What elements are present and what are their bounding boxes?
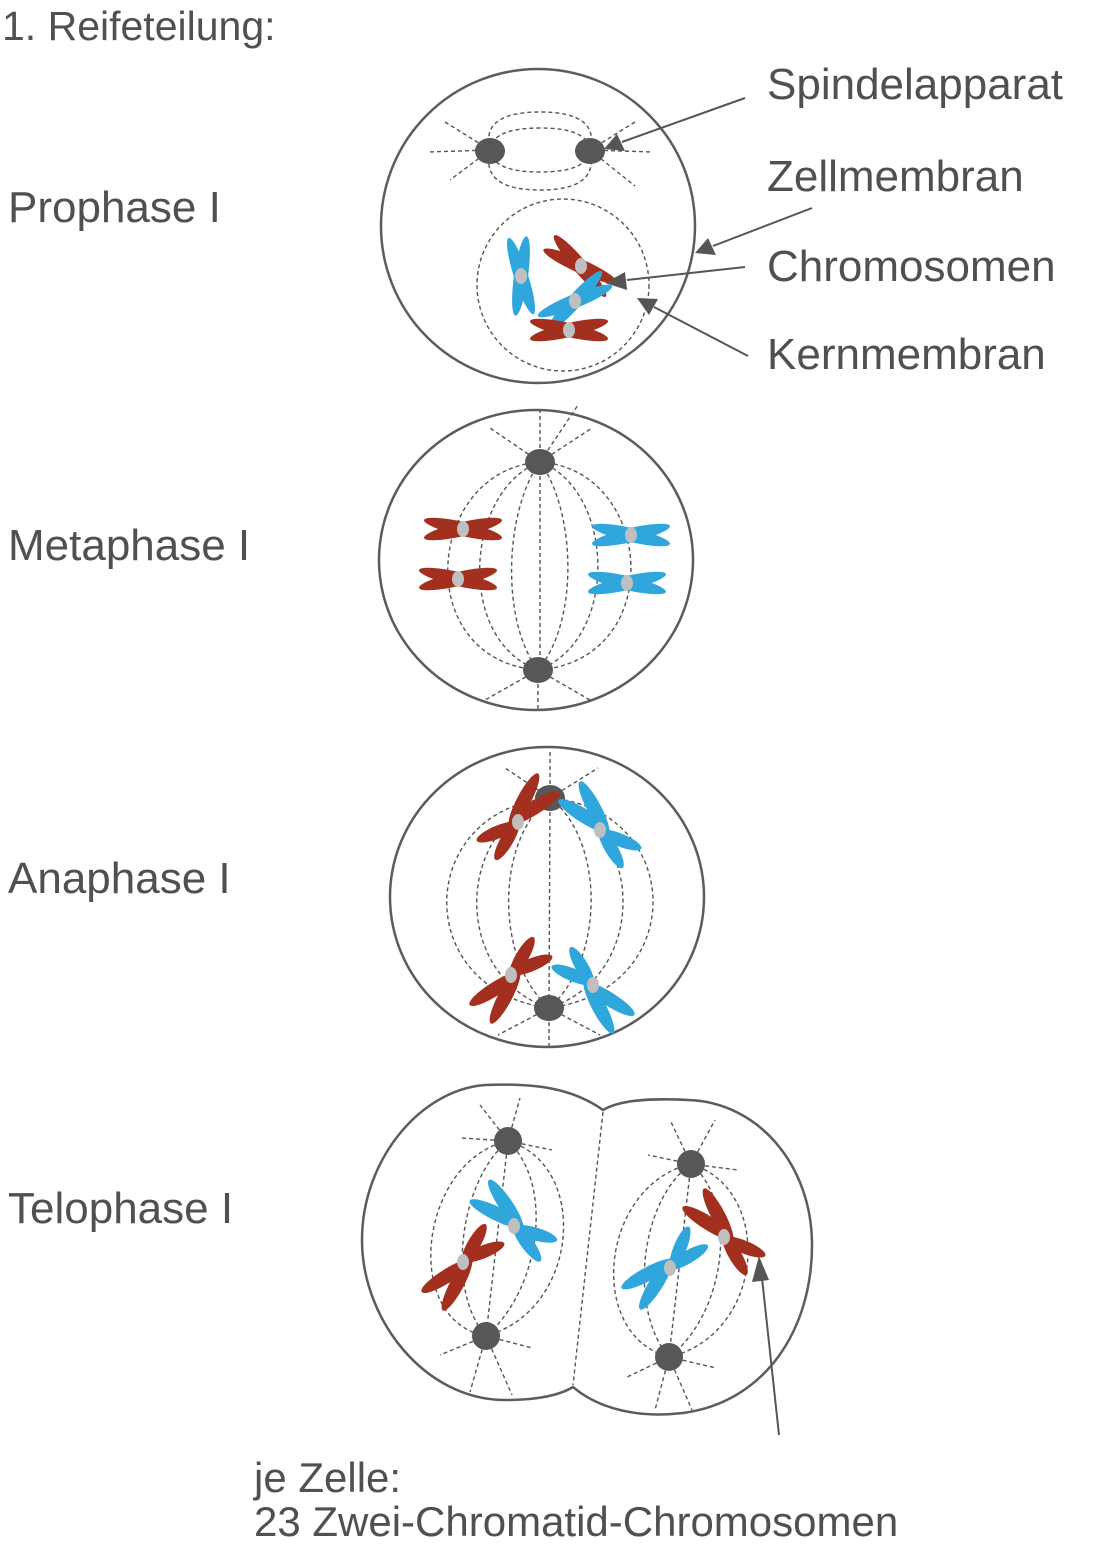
centrosome	[523, 657, 553, 683]
centrosome	[677, 1150, 705, 1178]
cell-membrane	[377, 408, 695, 712]
diagram-title: 1. Reifeteilung:	[2, 3, 276, 49]
centrosome	[534, 995, 564, 1021]
centrosome	[475, 138, 505, 164]
metaphase-cell	[377, 404, 695, 712]
spindle-fibers	[447, 404, 632, 712]
centrosome	[494, 1127, 522, 1155]
phase-label-prophase: Prophase I	[8, 183, 221, 232]
spindle-fibers	[427, 111, 653, 191]
prophase-cell	[379, 67, 697, 385]
label-cell-membrane: Zellmembran	[767, 152, 1024, 201]
centrosome	[575, 138, 605, 164]
telophase-cells	[360, 1083, 814, 1436]
nuclear-membrane	[476, 198, 650, 372]
footer-line-2: 23 Zwei-Chromatid-Chromosomen	[254, 1498, 898, 1545]
label-nuclear-membrane: Kernmembran	[767, 330, 1046, 379]
centrosome	[472, 1322, 500, 1350]
phase-label-telophase: Telophase I	[8, 1184, 233, 1233]
centrosome	[655, 1343, 683, 1371]
footer-arrow	[761, 1277, 780, 1436]
cleavage-furrow	[572, 1111, 604, 1386]
anaphase-cell	[388, 745, 706, 1050]
phase-label-metaphase: Metaphase I	[8, 521, 250, 570]
label-spindle-apparatus: Spindelapparat	[767, 60, 1063, 109]
cell-membrane	[388, 745, 706, 1049]
footer-line-1: je Zelle:	[252, 1454, 401, 1501]
phase-label-anaphase: Anaphase I	[8, 854, 231, 903]
label-chromosomes: Chromosomen	[767, 242, 1056, 291]
centrosome	[525, 449, 555, 475]
annotation-arrows	[604, 97, 813, 357]
cell-membrane	[360, 1083, 814, 1416]
footer-arrowhead	[752, 1256, 769, 1282]
cell-membrane	[379, 67, 697, 385]
